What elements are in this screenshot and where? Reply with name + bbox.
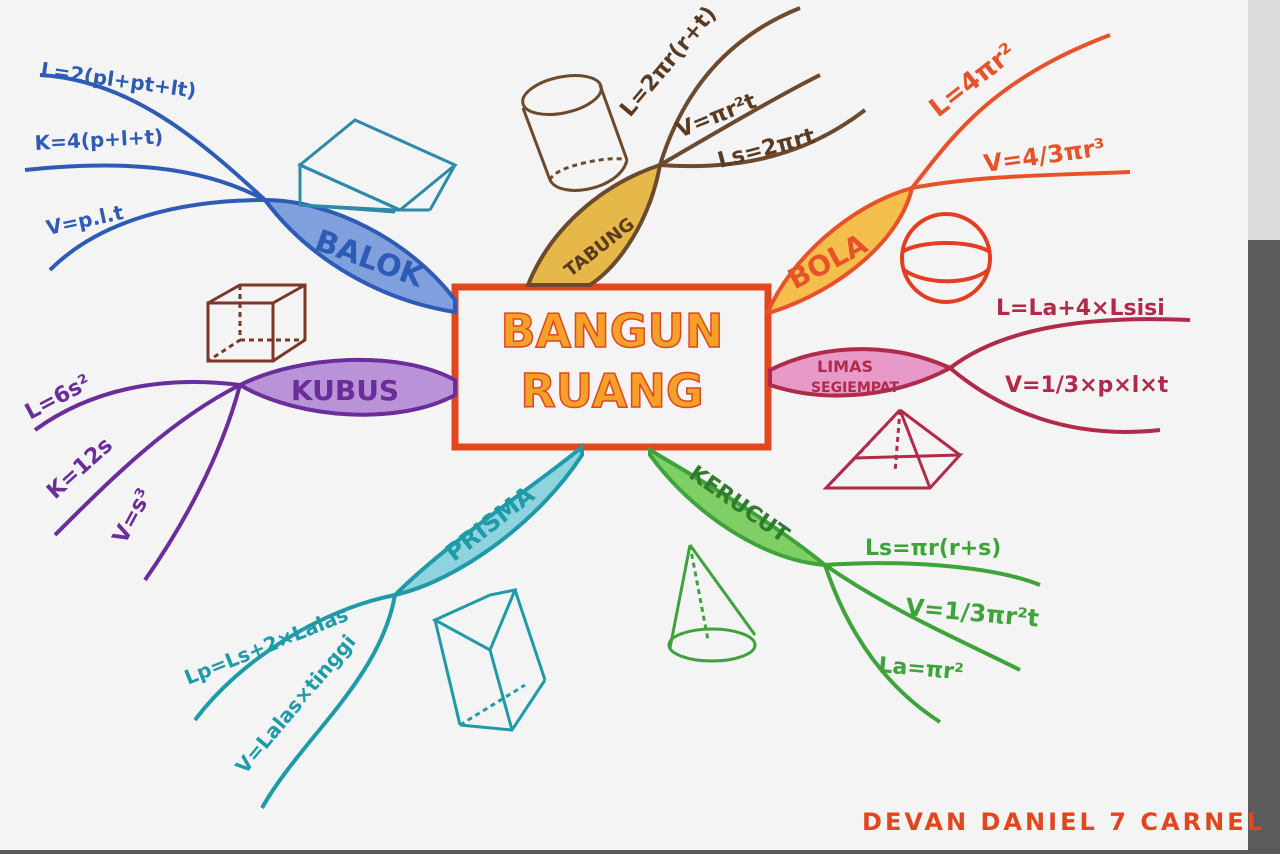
- balok-line-2: [24, 163, 266, 202]
- bola-line-2: [911, 170, 1131, 190]
- branch-balok: BALOK L=2(pl+pt+lt) K=4(p+l+t) V=p.l.t: [24, 57, 458, 315]
- prisma-leaf: [388, 442, 584, 599]
- tabung-line-1: [658, 6, 801, 166]
- prisma-line-1: [193, 593, 396, 722]
- balok-leaf: [260, 197, 457, 315]
- central-title-line2: RUANG: [520, 364, 703, 418]
- central-title-line1: BANGUN: [501, 304, 724, 358]
- limas-line-2: [948, 366, 1161, 434]
- cone-drawing: [667, 544, 757, 663]
- balok-line-3: [48, 198, 266, 272]
- bola-leaf: [764, 185, 915, 314]
- limas-label-line1: LIMAS: [817, 357, 873, 376]
- kubus-line-3: [143, 384, 242, 582]
- kerucut-line-3: [823, 564, 942, 724]
- balok-line-1: [39, 73, 267, 202]
- cube-drawing: [206, 283, 307, 363]
- limas-formula-2: V=1/3×p×l×t: [1005, 373, 1169, 398]
- central-topic: BANGUN RUANG: [451, 283, 772, 451]
- sphere-drawing: [900, 212, 992, 304]
- limas-leaf: [768, 347, 955, 398]
- bola-line-1: [910, 33, 1111, 190]
- cuboid-drawing: [297, 118, 458, 214]
- prism-drawing: [431, 587, 547, 732]
- prisma-line-2: [260, 594, 397, 809]
- limas-line-1: [948, 317, 1191, 370]
- limas-label-line2: SEGIEMPAT: [811, 380, 900, 396]
- paper-sheet: [0, 0, 1248, 850]
- kubus-line-1: [33, 380, 241, 432]
- limas-formula-1: L=La+4×Lsisi: [996, 296, 1165, 321]
- central-topic-box: [451, 283, 772, 451]
- author-signature: DEVAN DANIEL 7 CARNEL: [862, 808, 1262, 836]
- cylinder-drawing: [521, 74, 629, 192]
- kerucut-leaf: [648, 446, 832, 568]
- branch-limas: LIMAS SEGIEMPAT L=La+4×Lsisi V=1/3×p×l×t: [768, 296, 1191, 490]
- kerucut-line-1: [824, 561, 1041, 587]
- kubus-line-2: [53, 383, 241, 537]
- pyramid-drawing: [822, 408, 964, 490]
- kubus-label: KUBUS: [291, 374, 399, 407]
- kerucut-formula-1: Ls=πr(r+s): [865, 536, 1001, 561]
- paper-edge: [1248, 0, 1280, 240]
- tabung-line-3: [659, 108, 867, 169]
- kerucut-line-2: [823, 563, 1021, 672]
- tabung-line-2: [658, 73, 821, 167]
